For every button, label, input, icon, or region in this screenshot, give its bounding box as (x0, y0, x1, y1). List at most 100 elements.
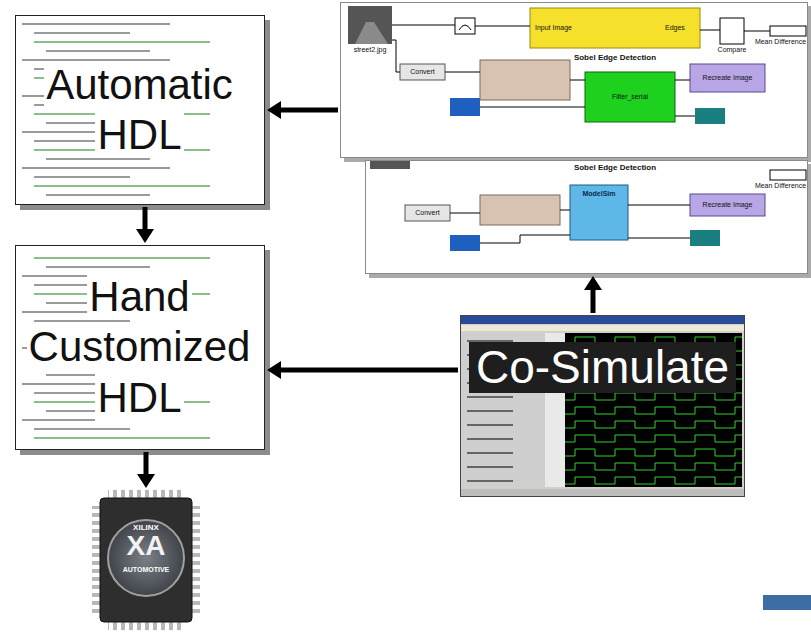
hdl-code-panel (15, 245, 270, 455)
flow-arrow (584, 276, 602, 313)
hdl-box: Hand Customized HDL (15, 245, 265, 450)
simulink-window-part (720, 18, 744, 44)
arrow-shaft (144, 452, 149, 475)
hdl-code-panel-part (20, 20, 270, 210)
fpga-chip-part (92, 506, 100, 614)
simulink-window-part (405, 205, 450, 221)
simulink-window-part (690, 64, 765, 92)
chip-node: XILINXXA AUTOMOTIVE (88, 490, 204, 630)
arrow-head (267, 101, 281, 119)
fpga-chip-part (108, 490, 184, 498)
simulink-window-part-part (744, 31, 770, 32)
simulink-window-part (770, 26, 806, 36)
simulink-window-part-part (480, 235, 570, 243)
simulink-window-part (340, 2, 808, 158)
simulink-window-part (365, 160, 808, 274)
block-label: Convert (405, 209, 450, 217)
simulink-window-part-part (675, 116, 695, 117)
simulink-window-part (690, 194, 765, 216)
fpga-chip-part (192, 506, 200, 614)
simulink-window-part (480, 195, 560, 225)
simulink-window-part (355, 22, 388, 44)
text-block: Hand Customized HDL (20, 272, 259, 423)
simulink-window-part (450, 205, 690, 243)
text-block: Automatic HDL (20, 60, 259, 161)
hdl-code-panel (15, 15, 270, 210)
simulink-window-part-part (570, 80, 585, 81)
simulink-window-part (348, 6, 392, 44)
simulink-window-part-part (392, 40, 400, 72)
node-label: AUTOMOTIVE (88, 566, 204, 573)
cosim-box: Co-Simulate (460, 315, 745, 497)
block-label: Filter_serial (585, 93, 675, 101)
arrow-head (267, 361, 281, 379)
simulink-window-part (450, 98, 480, 116)
fpga-chip-part (108, 622, 184, 630)
simulator-screenshot-part (461, 489, 744, 496)
simulink-window-part (400, 64, 445, 80)
simulator-screenshot-part (461, 325, 744, 331)
hdl-code-panel-part (15, 245, 265, 450)
simulink-window-part (695, 108, 725, 124)
block-label: Convert (400, 68, 445, 76)
simulator-screenshot (460, 315, 745, 497)
simulink-window-part-part (628, 238, 690, 239)
hdl-code-panel-part (15, 15, 265, 205)
node-label: Hand Customized HDL (27, 273, 253, 421)
simulink-window-part-part (700, 30, 720, 31)
arrow-shaft (280, 108, 338, 113)
fpga-chip (92, 490, 200, 630)
simulink-window-part-part (475, 26, 530, 27)
simulink-window-part-part (628, 205, 690, 206)
simulink-window-part (455, 18, 475, 34)
flow-arrow (267, 361, 458, 379)
simulink-window-part-part (560, 210, 570, 211)
simulink-window-part-part (450, 213, 480, 214)
arrow-head (136, 229, 154, 243)
simulink-window-part (370, 161, 410, 169)
corner-bar (763, 595, 811, 610)
node-label: XA (88, 532, 204, 560)
simulink-window-part (690, 230, 720, 246)
simulink-window-part (450, 235, 480, 251)
simulink-window-part-part (675, 80, 690, 81)
hdl-code-panel-part (20, 250, 260, 445)
block-label: Mean Difference (754, 182, 807, 190)
hdl-code-panel-part (20, 250, 270, 455)
node-label: Co-Simulate (469, 342, 736, 393)
simulink-window (340, 2, 811, 162)
simulink-window-part (770, 170, 806, 180)
simulink-window-part (459, 25, 471, 30)
block-label: street2.jpg (340, 46, 400, 54)
flow-arrow (267, 101, 338, 119)
block-label: Edges (665, 24, 698, 32)
block-label: Input Image (535, 24, 590, 32)
flow-arrow (136, 207, 154, 243)
model-window: Sobel Edge Detection (365, 160, 808, 274)
simulink-window-part (570, 185, 628, 240)
simulink-window-part-part (480, 107, 585, 108)
node-label: XILINX (88, 524, 204, 532)
node-label: Automatic HDL (44, 61, 235, 158)
block-label: Mean Difference (754, 38, 807, 46)
block-label: Recreate Image (690, 74, 765, 82)
arrow-head (584, 276, 602, 290)
simulink-window-part (585, 72, 675, 122)
block-label: ModelSim (570, 190, 628, 198)
node-label: Sobel Edge Detection (530, 53, 700, 63)
hdl-code-panel-part (20, 20, 260, 200)
simulink-window-part-part (445, 72, 480, 73)
simulink-window (365, 160, 811, 278)
simulink-window-part (480, 60, 570, 100)
simulink-window-part (392, 25, 770, 116)
hdl-box: Automatic HDL (15, 15, 265, 205)
arrow-shaft (280, 368, 458, 373)
simulator-screenshot-part (461, 316, 744, 324)
arrow-shaft (591, 289, 596, 313)
node-label: Sobel Edge Detection (530, 163, 700, 173)
simulink-window-part (530, 8, 700, 48)
simulator-screenshot-part (460, 315, 745, 497)
arrow-shaft (143, 207, 148, 230)
block-label: Compare (712, 46, 752, 54)
